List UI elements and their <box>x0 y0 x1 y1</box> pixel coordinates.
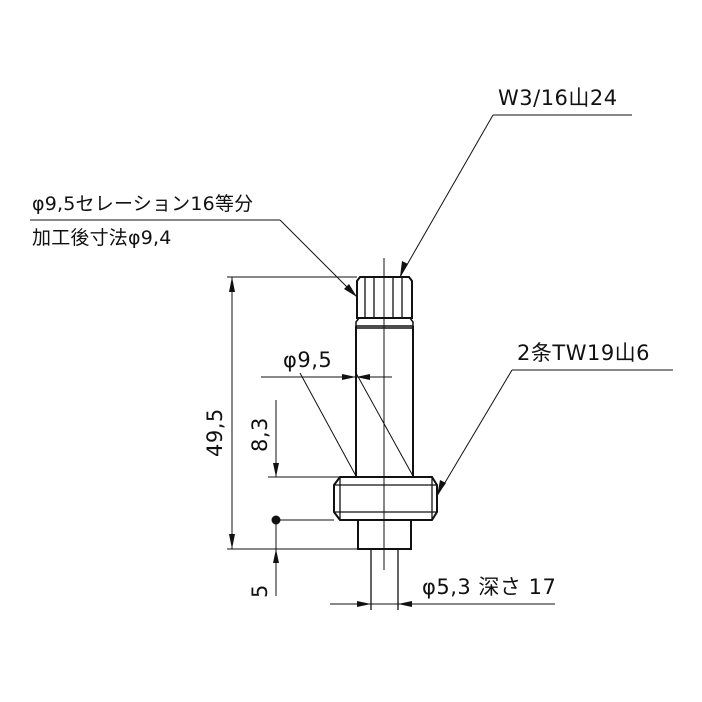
label-shaft-diameter: φ9,5 <box>283 348 333 372</box>
threaded-collar <box>333 476 438 521</box>
leader-serration <box>30 219 358 298</box>
label-thread-collar: 2条TW19山6 <box>517 341 651 365</box>
dim-collar-offset <box>271 400 281 596</box>
dim-overall-length <box>229 277 235 549</box>
label-thread-top: W3/16山24 <box>498 86 618 110</box>
shaft <box>355 326 414 476</box>
leader-thread-collar <box>436 369 673 497</box>
label-bore: φ5,3 深さ 17 <box>422 575 557 599</box>
label-collar-offset: 8,3 <box>248 417 272 452</box>
dim-shaft-diameter <box>261 374 392 380</box>
label-bottom-length: 5 <box>248 584 272 598</box>
label-serration: φ9,5セレーション16等分 <box>32 193 254 215</box>
dim-bore <box>330 601 555 607</box>
label-post-machining: 加工後寸法φ9,4 <box>32 227 172 249</box>
label-overall-length: 49,5 <box>203 408 227 457</box>
leader-thread-top <box>399 114 632 278</box>
